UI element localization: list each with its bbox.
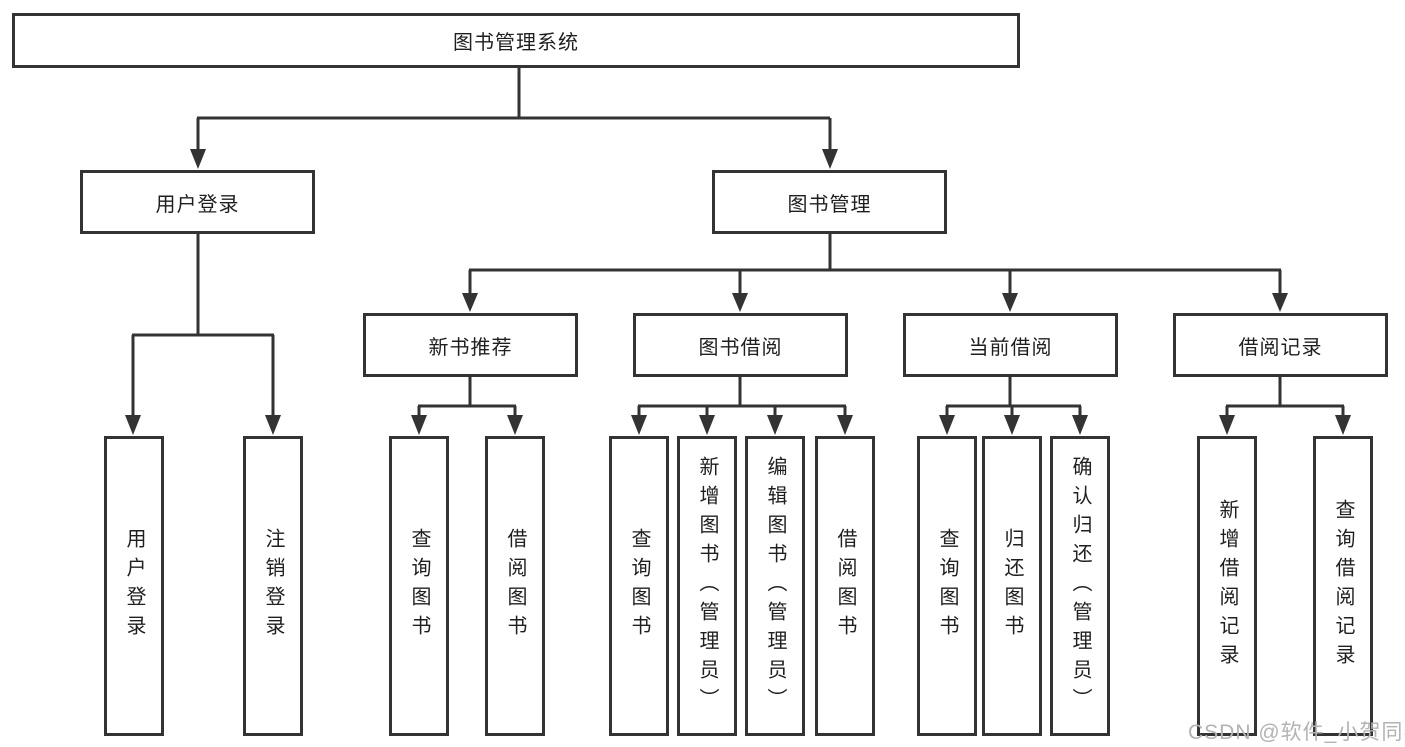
node-root-label: 图书管理系统 bbox=[453, 32, 579, 54]
leaf-query-borrow-record-label: 查询借阅记录 bbox=[1332, 499, 1354, 673]
node-book-borrow: 图书借阅 bbox=[633, 313, 848, 377]
leaf-confirm-return-admin-label: 确认归还（管理员） bbox=[1069, 455, 1091, 717]
node-user-login: 用户登录 bbox=[80, 170, 315, 234]
leaf-query-books-borrow: 查询图书 bbox=[609, 436, 669, 736]
leaf-query-books-current-label: 查询图书 bbox=[936, 528, 958, 644]
watermark: CSDN @软件_小贺同学 bbox=[1188, 721, 1405, 744]
node-book-management: 图书管理 bbox=[712, 170, 947, 234]
leaf-add-borrow-record: 新增借阅记录 bbox=[1197, 436, 1257, 736]
leaf-query-books-current: 查询图书 bbox=[917, 436, 977, 736]
leaf-query-books-recommend: 查询图书 bbox=[389, 436, 449, 736]
leaf-add-books-admin-label: 新增图书（管理员） bbox=[696, 455, 718, 717]
node-current-borrow-label: 当前借阅 bbox=[968, 336, 1053, 359]
leaf-borrow-books-recommend-label: 借阅图书 bbox=[504, 528, 526, 644]
leaf-borrow-books: 借阅图书 bbox=[815, 436, 875, 736]
leaf-confirm-return-admin: 确认归还（管理员） bbox=[1050, 436, 1110, 736]
node-book-borrow-label: 图书借阅 bbox=[698, 336, 783, 359]
node-user-login-label: 用户登录 bbox=[155, 193, 240, 216]
node-new-book-recommend-label: 新书推荐 bbox=[428, 336, 513, 359]
leaf-user-login-label: 用户登录 bbox=[123, 528, 145, 644]
leaf-add-borrow-record-label: 新增借阅记录 bbox=[1216, 499, 1238, 673]
leaf-add-books-admin: 新增图书（管理员） bbox=[677, 436, 737, 736]
leaf-query-books-recommend-label: 查询图书 bbox=[408, 528, 430, 644]
leaf-return-books: 归还图书 bbox=[982, 436, 1042, 736]
node-borrow-records-label: 借阅记录 bbox=[1238, 336, 1323, 359]
node-book-management-label: 图书管理 bbox=[787, 193, 872, 216]
leaf-query-borrow-record: 查询借阅记录 bbox=[1313, 436, 1373, 736]
node-new-book-recommend: 新书推荐 bbox=[363, 313, 578, 377]
node-root: 图书管理系统 bbox=[12, 13, 1020, 68]
leaf-edit-books-admin-label: 编辑图书（管理员） bbox=[764, 455, 786, 717]
leaf-edit-books-admin: 编辑图书（管理员） bbox=[745, 436, 805, 736]
leaf-return-books-label: 归还图书 bbox=[1001, 528, 1023, 644]
leaf-query-books-borrow-label: 查询图书 bbox=[628, 528, 650, 644]
leaf-borrow-books-recommend: 借阅图书 bbox=[485, 436, 545, 736]
leaf-user-login: 用户登录 bbox=[104, 436, 164, 736]
leaf-borrow-books-label: 借阅图书 bbox=[834, 528, 856, 644]
leaf-logout: 注销登录 bbox=[243, 436, 303, 736]
node-current-borrow: 当前借阅 bbox=[903, 313, 1118, 377]
leaf-logout-label: 注销登录 bbox=[262, 528, 284, 644]
node-borrow-records: 借阅记录 bbox=[1173, 313, 1388, 377]
